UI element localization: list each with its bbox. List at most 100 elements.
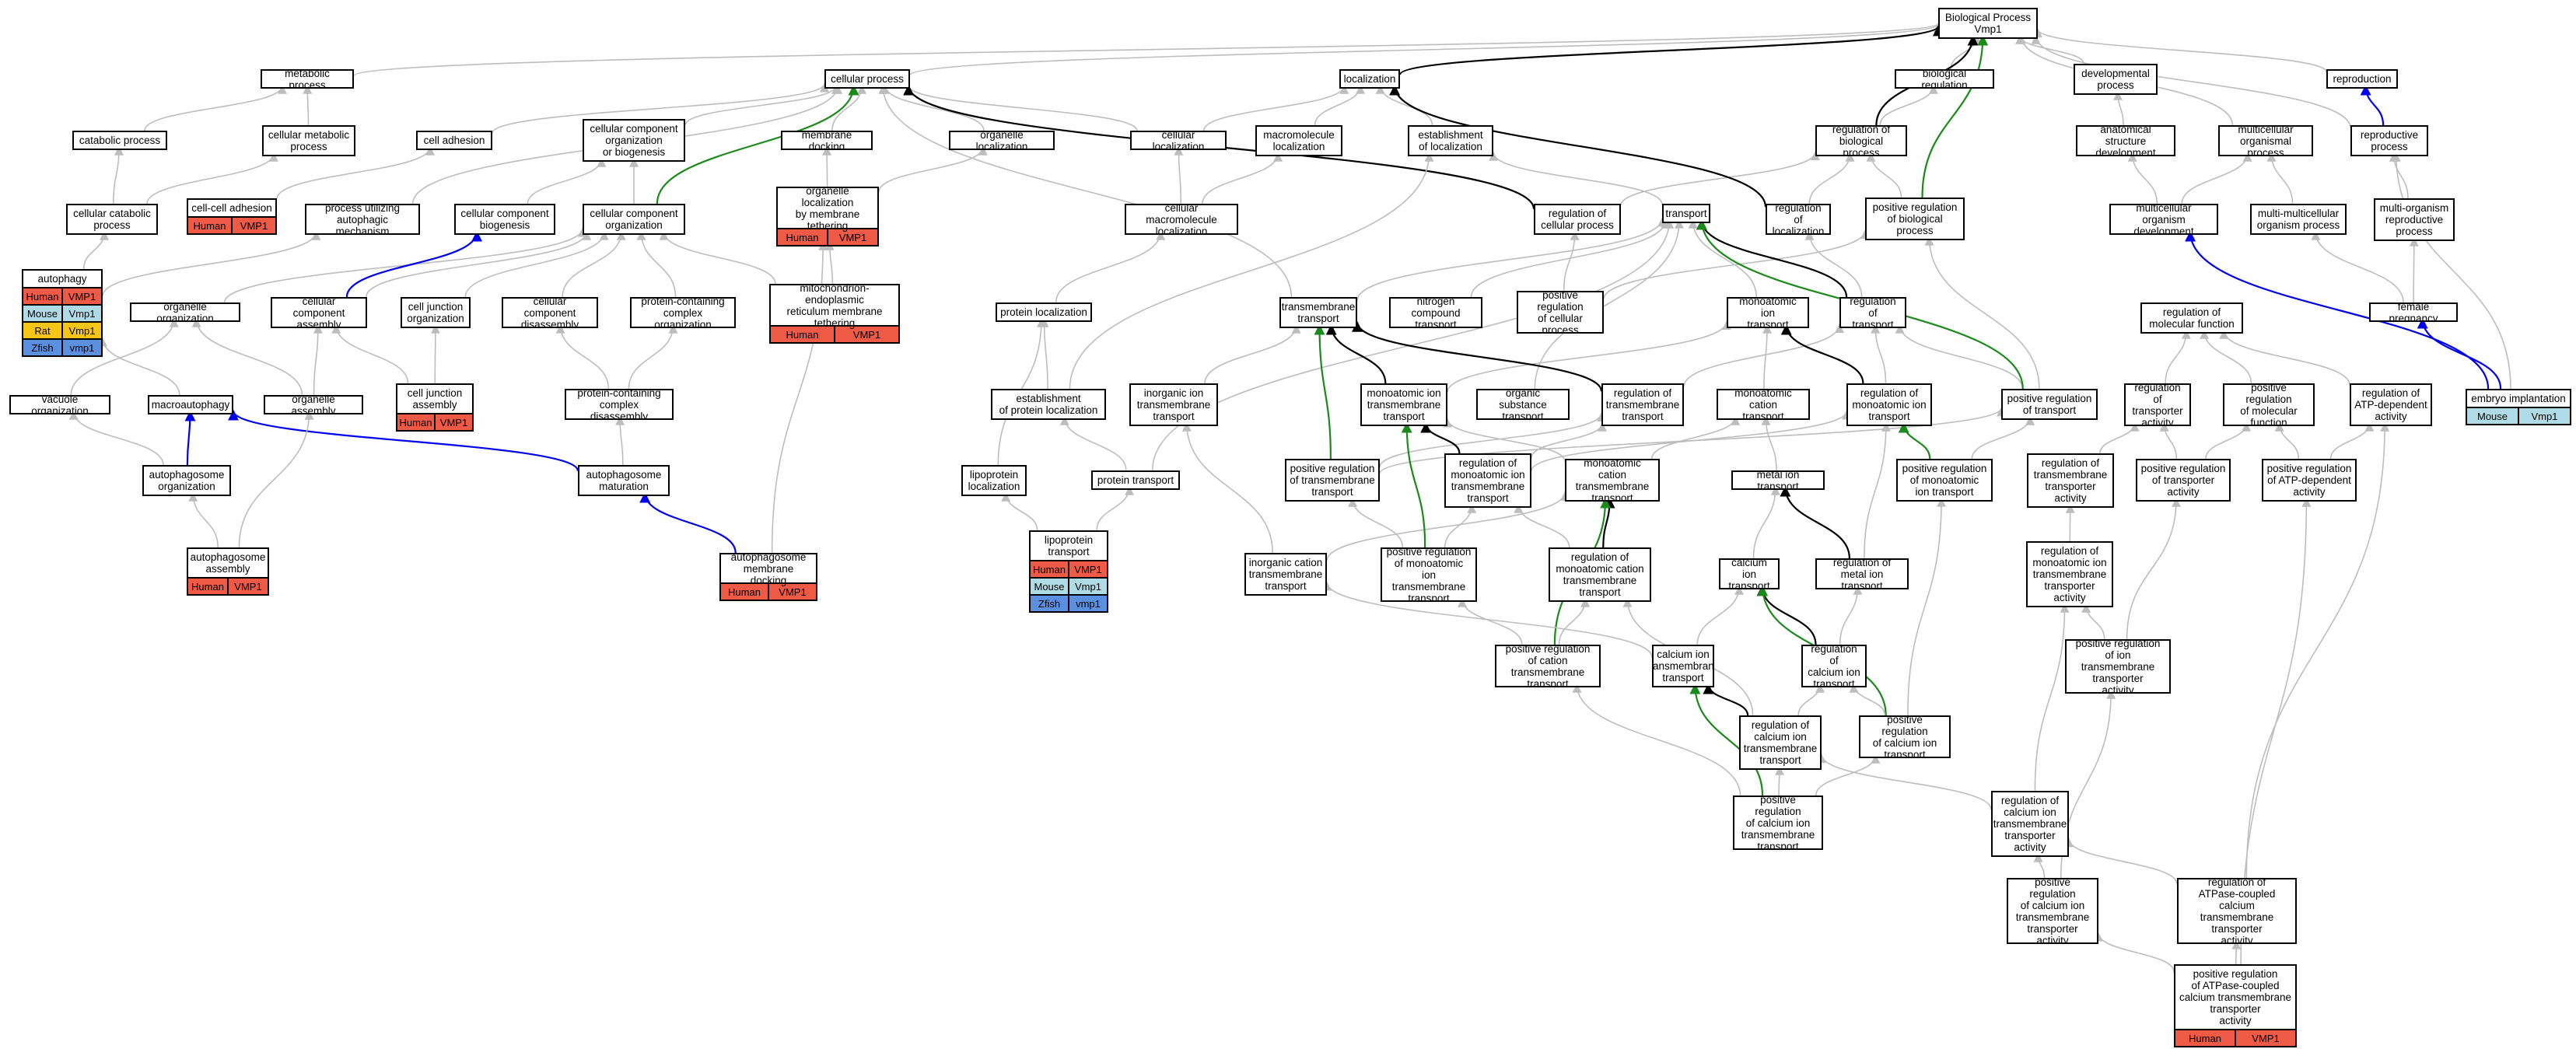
edge-regatpcc-to-regcitta	[2064, 837, 2178, 885]
edge-loc-to-bp	[1398, 25, 1944, 76]
edge-embimp-to-reprocproc	[2391, 152, 2511, 390]
go-term-bioreg: biological regulation	[1895, 69, 1994, 89]
go-term-pccd: protein-containing complex disassembly	[565, 389, 674, 420]
edge-embimp-to-mcod	[2185, 230, 2490, 390]
gene-symbol: VMP1	[434, 414, 472, 430]
edge-autasm-to-orgasm	[238, 410, 314, 548]
edge-regloc-to-regbp	[1808, 152, 1855, 205]
go-term-label: regulation of molecular function	[2149, 306, 2235, 330]
edge-ccorg-to-cellproc	[656, 84, 859, 205]
edge-mmop-to-multiorg	[2266, 152, 2294, 205]
edge-autmat-to-pccd	[615, 415, 625, 466]
edge-orgasm-to-orgorg	[191, 317, 303, 396]
edge-ccasm-to-ccorg	[366, 230, 592, 298]
go-term-regatp: regulation of ATP-dependent activity	[2350, 383, 2432, 426]
edge-memdock-to-cellproc	[831, 84, 867, 131]
go-term-label: transmembrane transport	[1281, 301, 1356, 324]
species-name: Mouse	[1034, 580, 1065, 593]
go-term-label: autophagosome maturation	[586, 469, 662, 492]
go-term-fpreg: female pregnancy	[2369, 302, 2458, 322]
go-term-reprocproc: reproductive process	[2350, 125, 2428, 156]
go-term-label: positive regulation of transmembrane tra…	[1290, 463, 1375, 498]
go-term-label: autophagy	[37, 273, 87, 285]
go-term-label: localization	[1343, 73, 1396, 85]
edge-autmd-to-autmat	[639, 491, 737, 554]
go-term-regbp: regulation of biological process	[1815, 125, 1907, 156]
go-term-label: regulation of calcium ion transmembrane …	[1993, 795, 2067, 853]
go-term-memdock: membrane docking	[781, 131, 873, 150]
edge-catt-to-cait	[1696, 585, 1745, 645]
go-term-regcp: regulation of cellular process	[1534, 204, 1621, 235]
go-term-label: positive regulation of transporter activ…	[2140, 463, 2226, 498]
go-term-label: mitochondrion-endoplasmic reticulum memb…	[786, 284, 883, 329]
go-term-label: reproductive process	[2360, 129, 2419, 152]
gene-symbol: VMP1	[768, 584, 816, 600]
edge-ccasm-to-ccbio	[345, 230, 483, 298]
edge-posregmitt-to-mitt	[1401, 421, 1426, 548]
edge-regtrans-to-transport	[1696, 219, 1848, 298]
go-term-label: macromolecule localization	[1263, 129, 1335, 152]
edge-regmctt-to-regmitt	[1514, 503, 1570, 548]
go-term-label: regulation of calcium ion transport	[1808, 645, 1860, 687]
edge-regtmt-to-tmt	[1352, 320, 1603, 392]
edge-ictt-to-iitt	[1181, 421, 1273, 554]
go-term-label: reproduction	[2333, 73, 2392, 85]
go-term-regmctt: regulation of monoatomic cation transmem…	[1549, 547, 1651, 602]
edge-posregctt-to-regmctt	[1558, 597, 1591, 645]
edge-posregmit-to-posregtrans	[1971, 415, 2035, 460]
go-term-label: nitrogen compound transport	[1411, 297, 1461, 328]
edge-regmctt-to-mctt	[1602, 497, 1615, 548]
go-term-label: multicellular organism development	[2133, 204, 2194, 235]
go-term-label: inorganic cation transmembrane transport	[1248, 557, 1323, 592]
go-term-label: vacuole organization	[31, 395, 89, 414]
edge-mert-to-orglocmt	[824, 240, 835, 285]
go-term-cjorg: cell junction organization	[401, 297, 471, 328]
edge-orgloc-to-cellproc	[880, 84, 985, 131]
go-term-ccorg: cellular component organization	[583, 204, 685, 235]
edge-estloc-to-loc	[1375, 84, 1433, 126]
go-term-label: cell junction assembly	[407, 387, 463, 411]
go-term-label: positive regulation of ATP-dependent act…	[2266, 463, 2352, 498]
go-term-regloc: regulation of localization	[1766, 204, 1831, 235]
edge-orglocmt-to-memdock	[822, 145, 832, 187]
gene-symbol: VMP1	[827, 229, 877, 245]
edge-regmiontr-to-metiontr	[1780, 485, 1850, 559]
go-term-mmop: multi-multicellular organism process	[2250, 204, 2347, 235]
go-term-label: regulation of monoatomic ion transmembra…	[1451, 457, 1525, 504]
go-term-tmt: transmembrane transport	[1279, 297, 1357, 328]
edge-regcitt-to-catt	[1703, 683, 1749, 716]
edge-transport-to-estloc	[1489, 151, 1663, 205]
go-term-metiontr: metal ion transport	[1731, 470, 1825, 490]
go-term-label: monoatomic ion transport	[1739, 297, 1797, 328]
species-name: Human	[2189, 1032, 2221, 1044]
edge-cait-to-metiontr	[1752, 485, 1780, 559]
go-term-regtmt: regulation of transmembrane transport	[1601, 383, 1684, 426]
go-term-label: cell junction organization	[407, 301, 464, 324]
go-term-label: multicellular organismal process	[2238, 125, 2294, 156]
edge-fpreg-to-morp	[2409, 236, 2419, 303]
go-term-posregmf: positive regulation of molecular functio…	[2223, 383, 2315, 426]
go-term-label: protein transport	[1097, 474, 1174, 486]
go-term-label: multi-multicellular organism process	[2256, 208, 2340, 231]
go-term-regcitta: regulation of calcium ion transmembrane …	[1991, 791, 2069, 857]
go-term-label: regulation of localization	[1772, 204, 1825, 235]
go-term-orgasm: organelle assembly	[264, 395, 363, 414]
edge-cellmacroloc-to-macroloc	[1202, 152, 1283, 205]
go-term-regta: regulation of transporter activity	[2124, 383, 2191, 426]
edge-vacorg-to-orgorg	[70, 317, 179, 396]
edge-pcco-to-ccorg	[636, 230, 677, 298]
go-term-label: positive regulation of calcium ion trans…	[1872, 715, 1937, 758]
edge-posregbp-to-regbp	[1866, 152, 1902, 198]
go-term-label: positive regulation of ATPase-coupled ca…	[2179, 968, 2292, 1026]
edge-mitt-to-mit	[1447, 320, 1731, 393]
go-term-metproc: metabolic process	[261, 69, 354, 89]
go-term-label: multi-organism reproductive process	[2379, 202, 2449, 237]
